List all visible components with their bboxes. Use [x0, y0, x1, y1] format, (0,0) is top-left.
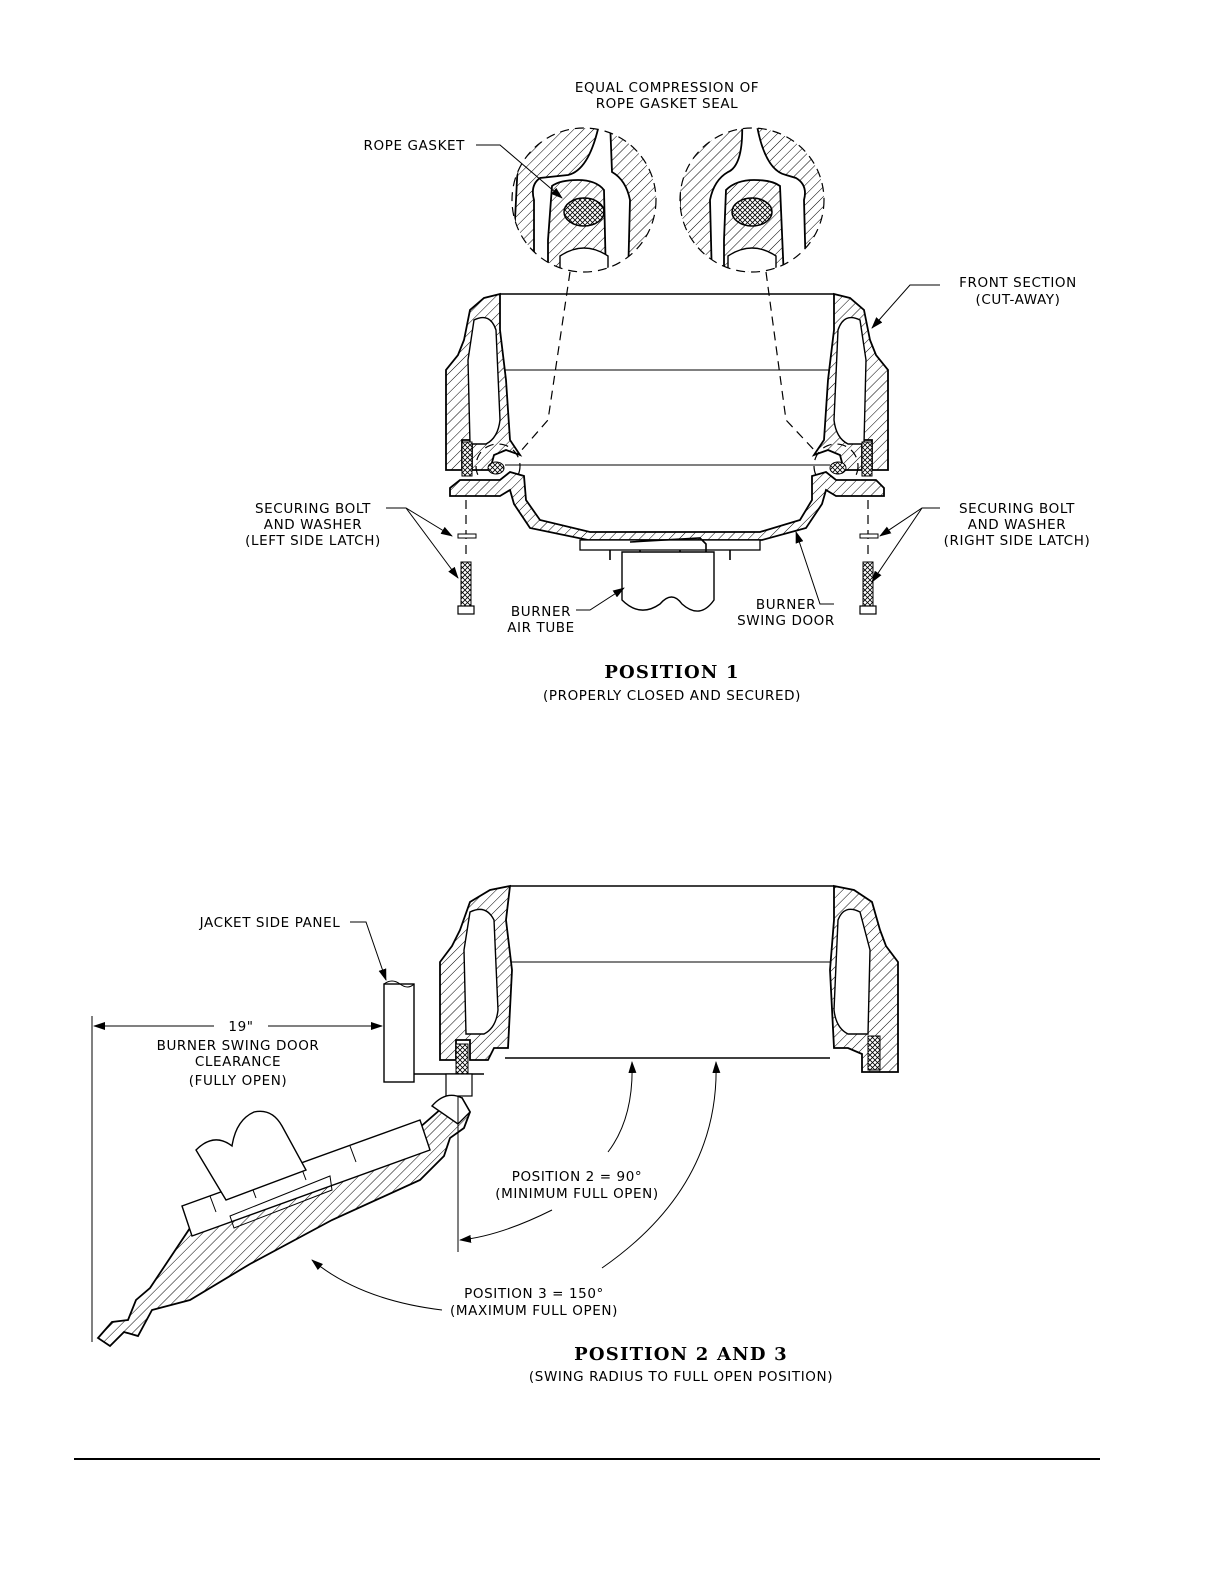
rope-gasket-label: ROPE GASKET: [364, 138, 466, 154]
front-section-body-open: [439, 884, 899, 1079]
position-3-sublabel: (MAXIMUM FULL OPEN): [450, 1303, 618, 1319]
burner-air-tube: [621, 551, 715, 612]
position-2-sublabel: (MINIMUM FULL OPEN): [495, 1186, 659, 1202]
clearance-label-2: CLEARANCE: [195, 1054, 281, 1070]
front-section-label-1: FRONT SECTION: [959, 275, 1077, 291]
air-tube-label-2: AIR TUBE: [507, 620, 575, 636]
swing-door-label-1: BURNER: [756, 597, 816, 613]
right-bolt-label-2: AND WASHER: [968, 517, 1067, 533]
position-2-3-subtitle: (SWING RADIUS TO FULL OPEN POSITION): [529, 1369, 833, 1385]
left-bolt-label-3: (LEFT SIDE LATCH): [245, 533, 381, 549]
jacket-side-panel: [383, 980, 484, 1097]
position-1-view: EQUAL COMPRESSION OF ROPE GASKET SEAL RO…: [245, 80, 1090, 704]
position-3-label: POSITION 3 = 150°: [464, 1286, 604, 1302]
securing-bolt-left: [457, 500, 477, 615]
clearance-value: 19": [228, 1019, 253, 1035]
clearance-dimension: [91, 1016, 459, 1342]
position-2-3-view: JACKET SIDE PANEL 19" BURNER SWING DOOR …: [91, 884, 899, 1385]
jacket-panel-label: JACKET SIDE PANEL: [199, 915, 341, 931]
clearance-label-3: (FULLY OPEN): [189, 1073, 288, 1089]
gasket-detail-left: [511, 127, 657, 273]
right-bolt-label-3: (RIGHT SIDE LATCH): [944, 533, 1091, 549]
front-section-label-2: (CUT-AWAY): [976, 292, 1061, 308]
gasket-callout-title-1: EQUAL COMPRESSION OF: [575, 80, 759, 96]
front-section-body: [445, 292, 889, 489]
right-bolt-label-1: SECURING BOLT: [959, 501, 1075, 517]
position-1-title: POSITION 1: [604, 662, 739, 683]
burner-swing-door-closed: [449, 471, 885, 560]
burner-swing-door-open: [96, 1094, 471, 1348]
air-tube-label-1: BURNER: [511, 604, 571, 620]
position-1-subtitle: (PROPERLY CLOSED AND SECURED): [543, 688, 801, 704]
left-bolt-label-1: SECURING BOLT: [255, 501, 371, 517]
left-bolt-label-2: AND WASHER: [264, 517, 363, 533]
securing-bolt-right: [859, 500, 879, 615]
clearance-label-1: BURNER SWING DOOR: [157, 1038, 320, 1054]
burner-air-tube-open: [195, 1110, 308, 1201]
swing-door-label-2: SWING DOOR: [737, 613, 835, 629]
gasket-callout-title-2: ROPE GASKET SEAL: [596, 96, 739, 112]
gasket-detail-right: [679, 127, 825, 273]
position-2-3-title: POSITION 2 AND 3: [574, 1344, 788, 1365]
position-2-label: POSITION 2 = 90°: [512, 1169, 643, 1185]
